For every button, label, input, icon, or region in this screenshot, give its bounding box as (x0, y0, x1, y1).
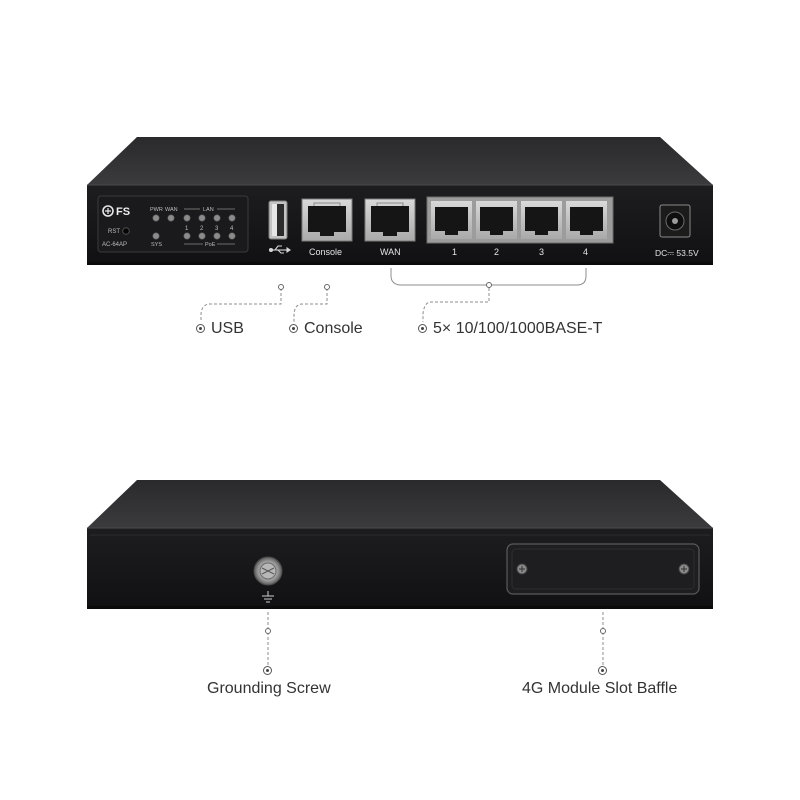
grounding-callout: Grounding Screw (207, 680, 331, 698)
wan-port-label: WAN (380, 247, 401, 257)
model-label: AC-64AP (102, 242, 127, 248)
lan-port-label-1: 1 (452, 247, 457, 257)
lan-port-3[interactable] (521, 201, 562, 239)
reset-button[interactable] (122, 227, 130, 235)
baffle-callout-text: 4G Module Slot Baffle (522, 680, 678, 697)
led-row-bottom (152, 232, 236, 240)
front-device-top (87, 137, 713, 185)
lan-port-label-4: 4 (583, 247, 588, 257)
console-port[interactable] (301, 198, 353, 242)
lan-led-num-3: 3 (215, 226, 219, 232)
console-callout: Console (289, 320, 363, 338)
lan-port-1[interactable] (431, 201, 472, 239)
ground-icon (262, 591, 274, 603)
rear-callout-lines (267, 612, 604, 667)
poe1-led (183, 232, 191, 240)
brand-text: FS (116, 206, 130, 218)
grounding-callout-marker (263, 666, 272, 675)
poe4-led (228, 232, 236, 240)
wan-led (167, 214, 175, 222)
pwr-led-label: PWR (150, 207, 163, 213)
poe2-led (198, 232, 206, 240)
lan3-led (213, 214, 221, 222)
lan-port-2[interactable] (476, 201, 517, 239)
led-row-top (152, 214, 236, 222)
dc-power-label: DC⎓ 53.5V (655, 248, 699, 258)
pwr-led (152, 214, 160, 222)
console-port-label: Console (309, 247, 342, 257)
callout-marker (418, 324, 427, 334)
sys-led-label: SYS (151, 242, 162, 248)
lan4-led (228, 214, 236, 222)
rst-label: RST (108, 229, 120, 235)
callout-marker (196, 324, 205, 334)
lan2-led (198, 214, 206, 222)
callout-marker (289, 324, 298, 334)
rear-device (87, 480, 713, 609)
baffle-screw-right-icon (678, 563, 690, 575)
console-callout-text: Console (304, 320, 363, 337)
lan-led-num-4: 4 (230, 226, 234, 232)
ethernet-callout-line (422, 288, 490, 322)
baffle-callout: 4G Module Slot Baffle (522, 680, 677, 698)
grounding-screw[interactable] (253, 556, 283, 586)
rear-device-top (87, 480, 713, 528)
poe3-led (213, 232, 221, 240)
usb-callout: USB (196, 320, 244, 338)
sys-led (152, 232, 160, 240)
console-callout-line (293, 288, 328, 322)
ethernet-callout: 5× 10/100/1000BASE-T (418, 320, 602, 338)
grounding-callout-text: Grounding Screw (207, 680, 331, 697)
usb-port[interactable] (268, 200, 288, 240)
poe-led-label: PoE (205, 242, 216, 248)
fs-logo-icon (102, 205, 114, 217)
lan-port-label-2: 2 (494, 247, 499, 257)
lan-led-label: LAN (203, 207, 214, 213)
lan-led-num-1: 1 (185, 226, 189, 232)
rear-anchor-dots (265, 628, 606, 634)
baffle-screw-left-icon (516, 563, 528, 575)
lan-port-label-3: 3 (539, 247, 544, 257)
ethernet-callout-text: 5× 10/100/1000BASE-T (433, 320, 603, 337)
front-label-panel (97, 195, 249, 253)
dc-power-jack[interactable] (659, 204, 691, 238)
lan-port-4[interactable] (566, 201, 607, 239)
wan-port[interactable] (364, 198, 416, 242)
front-callout-lines (200, 288, 490, 322)
baffle-callout-marker (598, 666, 607, 675)
callout-anchor-dots (278, 282, 492, 290)
wan-led-label: WAN (165, 207, 178, 213)
usb-callout-line (200, 288, 282, 322)
usb-callout-text: USB (211, 320, 244, 337)
lan1-led (183, 214, 191, 222)
module-slot-baffle[interactable] (506, 543, 700, 595)
usb-icon (268, 245, 291, 254)
lan-led-num-2: 2 (200, 226, 204, 232)
